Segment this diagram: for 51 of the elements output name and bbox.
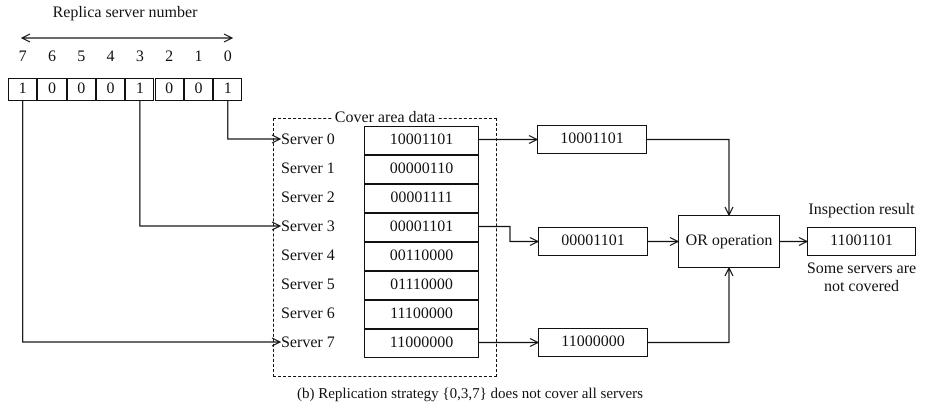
bit-index: 4: [106, 48, 115, 66]
bit-cell: 1: [125, 78, 154, 101]
arrow: [478, 226, 539, 246]
bit-cell: 1: [8, 78, 38, 101]
bit-index: 0: [224, 48, 232, 66]
bit-string-cell: 10001101: [364, 126, 479, 155]
arrow: [647, 138, 734, 216]
bit-cell: 0: [184, 78, 214, 101]
note-text: Some servers are not covered: [806, 260, 918, 296]
bit-index: 2: [165, 48, 174, 66]
bit-string-cell: 11000000: [364, 329, 479, 358]
caption: (b) Replication strategy {0,3,7} does not cover all servers: [297, 386, 643, 403]
arrow: [478, 134, 538, 144]
server-label: Server 1: [281, 157, 353, 181]
server-label: Server 5: [281, 273, 353, 297]
arrow: [648, 236, 679, 246]
bit-cell: 0: [37, 78, 67, 101]
arrow: [648, 267, 734, 344]
server-label: Server 7: [281, 331, 353, 355]
bit-string-box: 00001101: [538, 227, 648, 256]
arrow: [780, 236, 808, 246]
server-label: Server 6: [281, 302, 353, 326]
arrow: [478, 338, 539, 348]
result-box: 11001101: [807, 227, 916, 256]
server-label: Server 3: [281, 215, 353, 239]
bit-string-cell: 00000110: [364, 155, 479, 184]
bit-string-cell: 00001111: [364, 184, 479, 213]
heading: Replica server number: [52, 4, 198, 22]
bit-index: 1: [194, 48, 202, 66]
arrow: [139, 101, 281, 231]
operation-box: OR operation: [678, 215, 780, 268]
server-label: Server 2: [281, 186, 353, 210]
bit-index: 5: [77, 48, 86, 66]
bit-index: 3: [136, 48, 144, 66]
bit-string-box: 10001101: [537, 125, 647, 154]
heading: Inspection result: [808, 201, 915, 219]
arrow: [22, 101, 281, 347]
bit-string-cell: 01110000: [364, 271, 479, 300]
arrow: [227, 101, 281, 144]
server-label: Server 0: [281, 128, 353, 152]
bit-cell: 0: [96, 78, 126, 101]
bit-index: 7: [18, 48, 27, 66]
bit-index: 6: [48, 48, 56, 66]
bit-string-cell: 00001101: [364, 213, 479, 242]
bit-string-cell: 11100000: [364, 300, 479, 329]
server-label: Server 4: [281, 244, 353, 268]
bit-string-box: 11000000: [538, 328, 648, 357]
bit-string-cell: 00110000: [364, 242, 479, 271]
bit-cell: 0: [66, 78, 96, 101]
bit-cell: 1: [213, 78, 242, 101]
bit-cell: 0: [154, 78, 184, 101]
